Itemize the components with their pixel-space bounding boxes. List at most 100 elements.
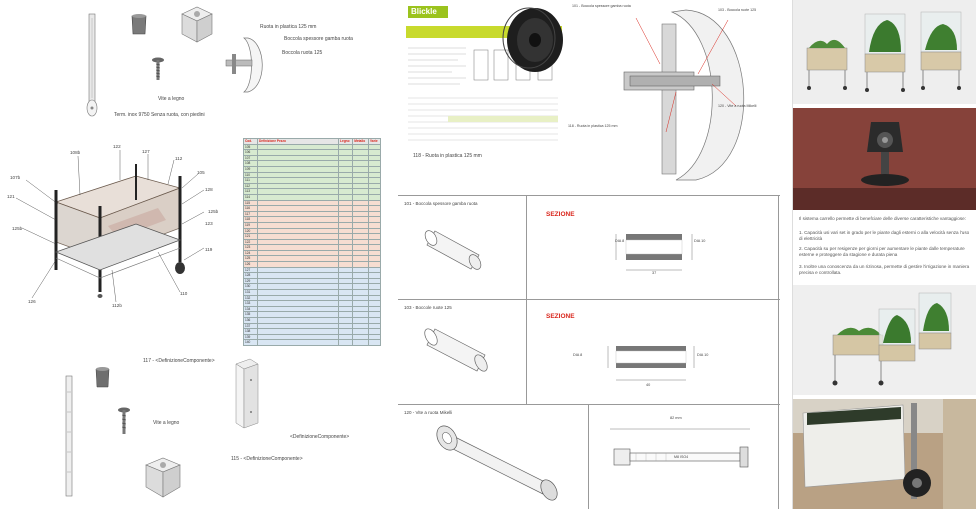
callout-vite-legno-2: Vite a legno bbox=[153, 420, 180, 426]
photo-planters-row bbox=[793, 0, 976, 104]
table-cell bbox=[367, 300, 382, 307]
table-cell bbox=[367, 289, 382, 296]
foot-cap-drawing bbox=[131, 14, 147, 35]
table-cell bbox=[337, 272, 354, 279]
callout-boccola-spessore: Boccola spessore gamba ruota bbox=[284, 36, 353, 42]
table-cell bbox=[337, 328, 354, 335]
left-drawing-sheet: Ruota in plastica 125 mm Boccola spessor… bbox=[0, 0, 397, 509]
callout-117: 117 - <DefinizioneComponente> bbox=[143, 358, 215, 364]
label-110: 110 bbox=[180, 291, 188, 296]
callout-115: 115 - <DefinizioneComponente> bbox=[231, 456, 303, 462]
table-row: 131 bbox=[243, 289, 382, 296]
section1-dim-length: 37 bbox=[652, 271, 657, 275]
table-row: 135 bbox=[243, 311, 382, 318]
black-wheel-image bbox=[502, 7, 563, 72]
table-cell bbox=[367, 266, 382, 274]
label-108b: 108b bbox=[70, 150, 81, 155]
section3-dim-label: M8 ISO4 bbox=[674, 455, 689, 459]
bushing-101-iso bbox=[424, 230, 482, 270]
table-cell bbox=[337, 261, 354, 268]
table-cell bbox=[337, 283, 354, 290]
table-cell bbox=[367, 294, 382, 302]
table-cell bbox=[337, 266, 354, 274]
table-cell bbox=[367, 311, 382, 318]
table-cell bbox=[367, 328, 382, 335]
table-cell bbox=[337, 294, 354, 302]
bushing-103-iso bbox=[424, 328, 488, 372]
table-cell bbox=[367, 283, 382, 290]
callout-118-right: 118 - Ruota in plastica 125 mm bbox=[568, 124, 618, 128]
section3-title: 120 - Vite a ruota Mikelli bbox=[404, 410, 453, 415]
right-photo-sheet: Il sistema carrello permette di benefcia… bbox=[792, 0, 976, 509]
caption-118: 118 - Ruota in plastica 125 mm bbox=[413, 153, 482, 159]
callout-vite-legno: Vite a legno bbox=[158, 96, 185, 102]
bushing-103-section bbox=[607, 346, 695, 381]
datasheet-spec-lines bbox=[408, 44, 468, 94]
datasheet-table bbox=[408, 96, 560, 146]
table-cell bbox=[337, 289, 354, 296]
callout-def-comp: <DefinizioneComponente> bbox=[290, 434, 350, 440]
photo-foot-detail bbox=[793, 108, 976, 210]
label-128: 128 bbox=[205, 187, 213, 192]
table-cell: 140 bbox=[243, 339, 258, 346]
table-cell bbox=[337, 339, 354, 346]
table-row: 108 bbox=[243, 160, 382, 167]
foot-cap-drawing-2 bbox=[95, 367, 110, 388]
right-point1: 1. Capacità usi vari set in grado per le… bbox=[799, 230, 970, 242]
section3-dim-top: 82 mm bbox=[670, 416, 682, 420]
label-112b: 112b bbox=[112, 303, 122, 308]
table-row: 140 bbox=[243, 339, 382, 346]
table-row: 126 bbox=[243, 261, 382, 268]
callout-103: 103 - Boccola ruote 125 bbox=[718, 8, 757, 12]
table-row: 114 bbox=[243, 193, 382, 201]
label-125b-left: 125b bbox=[12, 226, 23, 231]
box-post-drawing bbox=[235, 358, 259, 429]
section2-title: 103 - Boccole ruote 125 bbox=[404, 305, 452, 310]
right-point3: 3. Inoltre una conoscenza da un rizinosa… bbox=[799, 264, 970, 276]
table-cell bbox=[367, 317, 382, 324]
label-121: 121 bbox=[7, 194, 15, 199]
callout-boccola-ruota: Boccola ruota 125 bbox=[282, 50, 323, 56]
right-intro-text: Il sistema carrello permette di benefcia… bbox=[799, 216, 966, 221]
table-row: 127 bbox=[243, 266, 382, 274]
leg-profile-drawing bbox=[65, 375, 73, 497]
callout-ruota-plastica: Ruota in plastica 125 mm bbox=[260, 24, 317, 30]
section2-sezione: SEZIONE bbox=[546, 313, 575, 320]
label-127: 127 bbox=[142, 149, 150, 154]
corner-bracket-drawing-2 bbox=[145, 457, 181, 498]
leg-terminal-drawing bbox=[86, 13, 98, 117]
middle-drawing-sheet: Blickle 118 - Ruota in plastica 125 mm 1… bbox=[396, 0, 792, 509]
table-row: 134 bbox=[243, 305, 382, 313]
table-row: 128 bbox=[243, 272, 382, 279]
table-cell bbox=[352, 339, 369, 346]
table-cell bbox=[337, 277, 354, 285]
table-row: 105 bbox=[243, 143, 382, 151]
section1-sezione: SEZIONE bbox=[546, 211, 575, 218]
table-row: 120 bbox=[243, 227, 382, 235]
grid-divider bbox=[588, 404, 589, 509]
blickle-datasheet: Blickle bbox=[406, 4, 564, 154]
table-cell bbox=[257, 339, 339, 346]
table-row: 119 bbox=[243, 221, 382, 229]
table-cell bbox=[337, 322, 354, 330]
section2-dim-right: DIA 10 bbox=[697, 353, 709, 357]
table-cell bbox=[367, 333, 382, 341]
label-107b: 107b bbox=[10, 175, 21, 180]
table-cell bbox=[367, 305, 382, 313]
table-cell bbox=[337, 255, 354, 263]
table-cell bbox=[367, 261, 382, 268]
grid-divider bbox=[398, 299, 780, 300]
label-122: 122 bbox=[113, 144, 121, 149]
wheel-bolt-iso bbox=[436, 425, 558, 501]
section1-dim-left: DIA 8 bbox=[615, 239, 625, 243]
table-cell bbox=[367, 277, 382, 285]
table-row: 138 bbox=[243, 328, 382, 335]
table-cell bbox=[367, 272, 382, 279]
photo-wheel-closeup bbox=[793, 399, 976, 509]
label-112: 112 bbox=[175, 156, 183, 161]
table-row: 136 bbox=[243, 317, 382, 324]
screw-drawing bbox=[152, 57, 164, 80]
table-row: 129 bbox=[243, 277, 382, 285]
table-row: 137 bbox=[243, 322, 382, 330]
callout-101: 101 - Boccola spessore gamba ruota bbox=[572, 4, 631, 8]
